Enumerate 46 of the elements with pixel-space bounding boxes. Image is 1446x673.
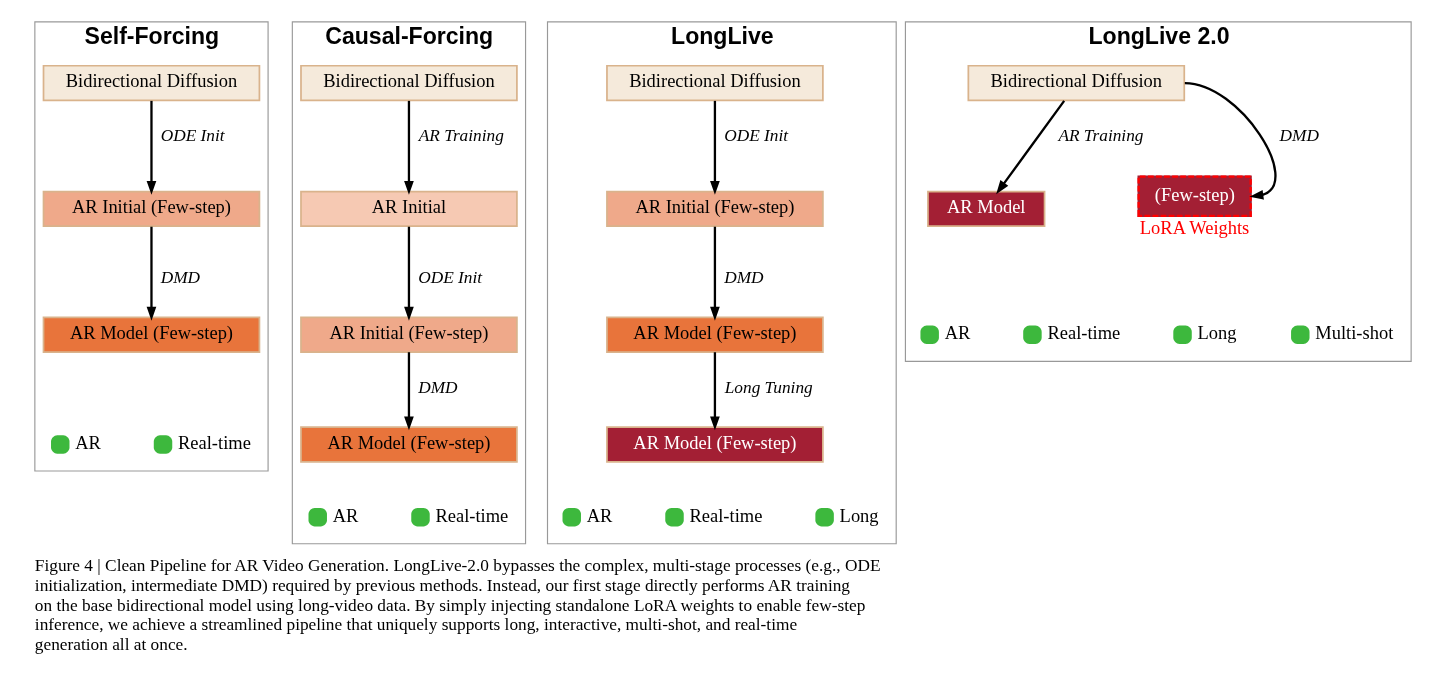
arrow [146,100,157,195]
edge-label: DMD [724,268,764,288]
node-box: AR Initial (Few-step) [606,190,824,228]
label: Multi-shot [1315,323,1394,344]
label: Real-time [435,505,509,526]
label: Real-time [689,505,763,526]
node-label: LoRA Weights [1139,218,1250,239]
node-box: Bidirectional Diffusion [967,64,1186,102]
label: Long [839,505,879,526]
node-box: AR Initial [300,190,518,228]
edge-label: DMD [160,268,201,288]
edge-label: ODE Init [418,268,483,288]
node-box: AR Model [927,190,1046,228]
label: Real-time [1047,323,1121,344]
node-box: Bidirectional Diffusion [606,64,824,102]
edge-label: Long Tuning [724,378,813,398]
node-box: AR Model (Few-step) [300,426,518,463]
node-box: AR Model (Few-step) [606,426,824,463]
label: AR [944,323,971,344]
edge-label: AR Training [1058,126,1144,146]
label: Real-time [178,432,251,453]
caption: Figure 4 | Clean Pipeline for AR Video Generation. LongLive-2.0 bypasses the complex, multi-stage processes (e.g., ODE initialization, intermediate DMD) required by previous methods. Instead, our first stage directly performs AR training on the base bidirectional model using long-video data. By simply injecting standalone LoRA weights to enable few-step inference, we achieve a streamlined pipeline that uniquely supports long, interactive, multi-shot, and real-time generation all at once. [34,556,881,654]
arrow [404,100,414,195]
arrow [404,352,414,431]
arrow [710,226,720,321]
arrow [710,100,720,195]
label: Long [1197,323,1237,344]
node-box: AR Model (Few-step) [606,316,824,353]
node-box: AR Initial (Few-step) [300,316,518,353]
arrow [710,352,720,431]
edge-label: DMD [418,378,458,398]
arrow [404,226,414,321]
node-box: AR Initial (Few-step) [42,190,261,228]
label: AR [75,432,101,453]
node-box: AR Model (Few-step) [42,316,261,353]
edge-label: ODE Init [724,126,789,146]
arrow [1184,81,1277,200]
label: AR [586,505,613,526]
node-box: Bidirectional Diffusion [42,64,261,102]
arrow [996,100,1066,195]
label: AR [332,505,359,526]
edge-label: AR Training [418,126,504,146]
node-box: Bidirectional Diffusion [300,64,518,102]
edge-label: DMD [1279,126,1319,146]
edge-label: ODE Init [160,126,225,146]
arrow [146,226,157,321]
